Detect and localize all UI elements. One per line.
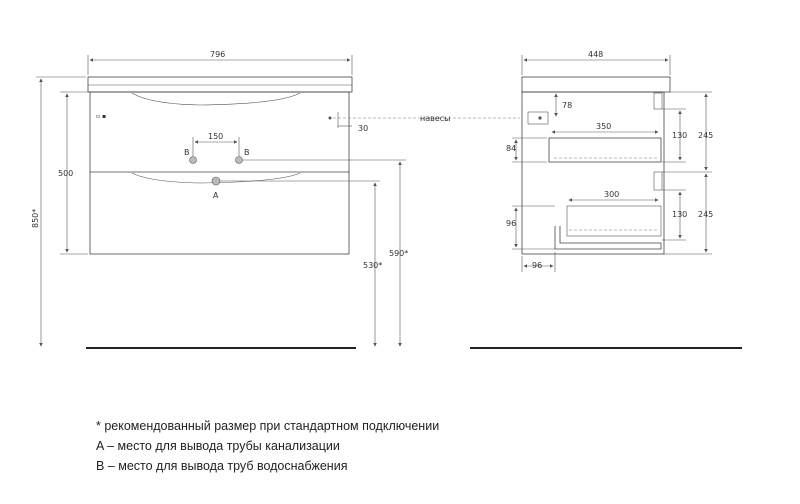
countertop [87, 76, 353, 93]
label-a: A [213, 191, 219, 200]
front-view: ▫ ▪ B B A 796 150 30 850* 500 [31, 50, 520, 349]
note-supply: B – место для вывода труб водоснабжения [96, 459, 348, 473]
dim-depth: 448 [588, 50, 603, 59]
side-body [521, 91, 665, 255]
supply-pipe-left [189, 156, 197, 164]
dim-supply-spacing: 150 [208, 132, 223, 141]
dim-lower-drawer-height: 130 [672, 210, 687, 219]
dim-hanger-offset: 30 [358, 124, 368, 133]
dim-width: 796 [210, 50, 225, 59]
dim-base-offset: 96 [532, 261, 542, 270]
dim-hanger-drop: 78 [562, 101, 572, 110]
dim-lower-drawer-depth: 300 [604, 190, 619, 199]
dim-upper-section: 245 [698, 131, 713, 140]
dim-drain-height: 530* [363, 261, 382, 270]
label-b-right: B [244, 148, 250, 157]
dim-upper-drawer-depth: 350 [596, 122, 611, 131]
legend-notes: * рекомендованный размер при стандартном… [96, 416, 439, 476]
hanger-dot-right [328, 116, 332, 120]
side-countertop [521, 76, 671, 93]
hanger-bracket [527, 111, 549, 125]
dim-upper-drawer-height: 130 [672, 131, 687, 140]
basin-curve-upper [131, 92, 301, 106]
note-recommended: * рекомендованный размер при стандартном… [96, 419, 440, 433]
dim-total-height: 850* [31, 209, 40, 228]
basin-curve-lower [131, 172, 301, 184]
hanger-mark-left: ▫ ▪ [96, 113, 106, 120]
drain-pipe [211, 176, 221, 186]
label-b-left: B [184, 148, 190, 157]
dim-lower-section: 245 [698, 210, 713, 219]
note-drain: A – место для вывода трубы канализации [96, 439, 340, 453]
lower-drawer [554, 226, 662, 250]
hanger-label: навесы [420, 114, 450, 123]
side-view: навесы 448 78 350 84 300 96 130 [420, 50, 742, 349]
dim-drawer-height: 500 [58, 169, 73, 178]
supply-pipe-right [235, 156, 243, 164]
cabinet-body [89, 91, 350, 255]
dim-upper-gap: 84 [506, 144, 516, 153]
upper-drawer [548, 137, 662, 163]
dim-lower-gap: 96 [506, 219, 516, 228]
dim-supply-height: 590* [389, 249, 408, 258]
